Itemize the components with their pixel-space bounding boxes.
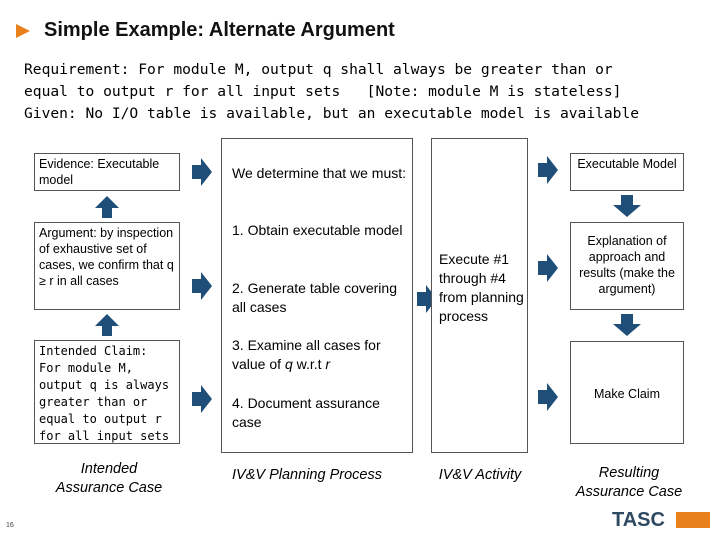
right-arrow-icon bbox=[192, 385, 212, 413]
evidence-box: Evidence: Executable model bbox=[34, 153, 180, 191]
argument-text: Argument: by inspection of exhaustive se… bbox=[39, 226, 174, 288]
requirement-text: Requirement: For module M, output q shal… bbox=[24, 59, 704, 125]
footer-line: Assurance Case bbox=[55, 480, 163, 496]
logo-text: TASC bbox=[612, 509, 665, 531]
resulting-assurance-case-label: Resulting Assurance Case bbox=[566, 464, 692, 502]
right-arrow-icon bbox=[192, 158, 212, 186]
activity-box bbox=[431, 138, 528, 453]
requirement-line-3: Given: No I/O table is available, but an… bbox=[24, 105, 640, 122]
right-arrow-icon bbox=[538, 254, 558, 282]
down-arrow-icon bbox=[613, 195, 641, 217]
explanation-text: Explanation of approach and results (mak… bbox=[579, 234, 675, 296]
up-arrow-icon bbox=[95, 196, 119, 218]
down-arrow-icon bbox=[613, 314, 641, 336]
right-arrow-icon bbox=[538, 383, 558, 411]
executable-model-box: Executable Model bbox=[570, 153, 684, 191]
footer-line: Resulting bbox=[598, 465, 660, 481]
planning-intro: We determine that we must: bbox=[232, 165, 407, 181]
activity-text: Execute #1 through #4 from planning proc… bbox=[439, 251, 524, 324]
requirement-line-2: equal to output r for all input sets [No… bbox=[24, 83, 622, 100]
tasc-logo: TASC bbox=[612, 509, 716, 531]
title-bullet-icon bbox=[16, 24, 30, 38]
footer-line: Assurance Case bbox=[575, 484, 683, 500]
right-arrow-icon bbox=[417, 285, 437, 313]
intended-claim-box: Intended Claim: For module M, output q i… bbox=[34, 340, 180, 444]
page-title: Simple Example: Alternate Argument bbox=[44, 19, 395, 41]
planning-step-1: 1. Obtain executable model bbox=[232, 222, 403, 238]
footer-line: Intended bbox=[80, 461, 138, 477]
argument-box: Argument: by inspection of exhaustive se… bbox=[34, 222, 180, 310]
planning-box bbox=[221, 138, 413, 453]
intended-assurance-case-label: Intended Assurance Case bbox=[34, 460, 184, 498]
planning-step-4: 4. Document assurance case bbox=[232, 395, 380, 430]
logo-orange-bar-icon bbox=[676, 512, 710, 528]
planning-footer: IV&V Planning Process bbox=[232, 467, 382, 483]
planning-step-2: 2. Generate table covering all cases bbox=[232, 280, 397, 315]
executable-model-text: Executable Model bbox=[577, 157, 677, 171]
explanation-box: Explanation of approach and results (mak… bbox=[570, 222, 684, 310]
requirement-line-1: Requirement: For module M, output q shal… bbox=[24, 61, 613, 78]
intended-claim-text: Intended Claim: For module M, output q i… bbox=[39, 344, 170, 443]
activity-footer: IV&V Activity bbox=[438, 467, 522, 483]
make-claim-box: Make Claim bbox=[570, 341, 684, 444]
evidence-text: Evidence: Executable model bbox=[39, 157, 160, 187]
planning-step-3: 3. Examine all cases for value of q w.r.… bbox=[232, 337, 381, 372]
right-arrow-icon bbox=[538, 156, 558, 184]
up-arrow-icon bbox=[95, 314, 119, 336]
slide-number: 16 bbox=[6, 522, 14, 529]
make-claim-text: Make Claim bbox=[594, 387, 660, 401]
right-arrow-icon bbox=[192, 272, 212, 300]
